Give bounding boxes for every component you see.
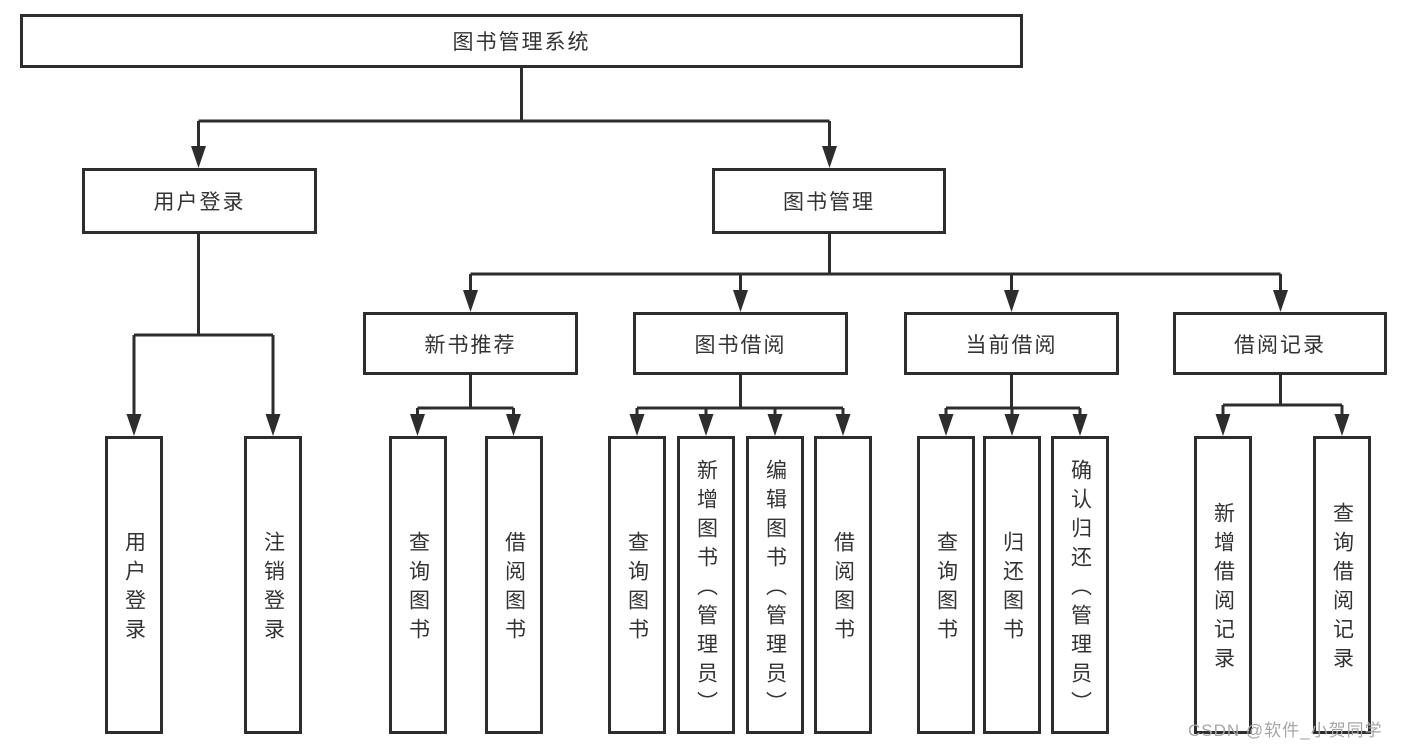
- node-library-management-system-label: 图书管理系统: [452, 31, 591, 54]
- leaf-add-books-admin: 新增图书（管理员）: [677, 436, 735, 734]
- leaf-logout: 注销登录: [244, 436, 302, 734]
- node-new-book-recommendation-label: 新书推荐: [424, 333, 517, 357]
- leaf-logout-label: 注销登录: [261, 531, 285, 647]
- leaf-user-login: 用户登录: [105, 436, 163, 734]
- leaf-query-borrow-record: 查询借阅记录: [1313, 436, 1371, 734]
- leaf-edit-books-admin: 编辑图书（管理员）: [746, 436, 804, 734]
- node-book-management-label: 图书管理: [783, 191, 875, 214]
- leaf-add-borrow-record-label: 新增借阅记录: [1211, 502, 1235, 676]
- leaf-query-books-rec: 查询图书: [389, 436, 447, 734]
- leaf-confirm-return-admin-label: 确认归还（管理员）: [1068, 458, 1092, 720]
- leaf-add-borrow-record: 新增借阅记录: [1194, 436, 1252, 734]
- node-book-borrowing-label: 图书借阅: [694, 333, 787, 357]
- csdn-watermark: CSDN @软件_小贺同学: [1188, 721, 1383, 740]
- node-book-management: 图书管理: [712, 168, 946, 234]
- node-borrowing-records-label: 借阅记录: [1234, 333, 1326, 357]
- leaf-borrow-books-rec: 借阅图书: [485, 436, 543, 734]
- leaf-return-books: 归还图书: [983, 436, 1041, 734]
- leaf-query-books-rec-label: 查询图书: [406, 531, 430, 647]
- leaf-edit-books-admin-label: 编辑图书（管理员）: [763, 458, 787, 720]
- leaf-borrow-books-rec-label: 借阅图书: [502, 531, 526, 647]
- node-new-book-recommendation: 新书推荐: [363, 312, 578, 375]
- leaf-query-borrow-record-label: 查询借阅记录: [1330, 502, 1354, 676]
- leaf-query-books-borrow: 查询图书: [608, 436, 666, 734]
- leaf-return-books-label: 归还图书: [1000, 531, 1024, 647]
- leaf-user-login-label: 用户登录: [122, 531, 146, 647]
- leaf-query-books-borrow-label: 查询图书: [625, 531, 649, 647]
- node-current-borrowing: 当前借阅: [904, 312, 1119, 375]
- leaf-confirm-return-admin: 确认归还（管理员）: [1051, 436, 1109, 734]
- leaf-query-books-current-label: 查询图书: [934, 531, 958, 647]
- node-borrowing-records: 借阅记录: [1173, 312, 1387, 375]
- leaf-query-books-current: 查询图书: [917, 436, 975, 734]
- node-user-login-label: 用户登录: [153, 191, 246, 214]
- leaf-borrow-books-label: 借阅图书: [831, 531, 855, 647]
- node-current-borrowing-label: 当前借阅: [965, 333, 1058, 357]
- node-library-management-system: 图书管理系统: [20, 14, 1023, 68]
- leaf-borrow-books: 借阅图书: [814, 436, 872, 734]
- node-user-login: 用户登录: [82, 168, 317, 234]
- leaf-add-books-admin-label: 新增图书（管理员）: [694, 458, 718, 720]
- node-book-borrowing: 图书借阅: [633, 312, 848, 375]
